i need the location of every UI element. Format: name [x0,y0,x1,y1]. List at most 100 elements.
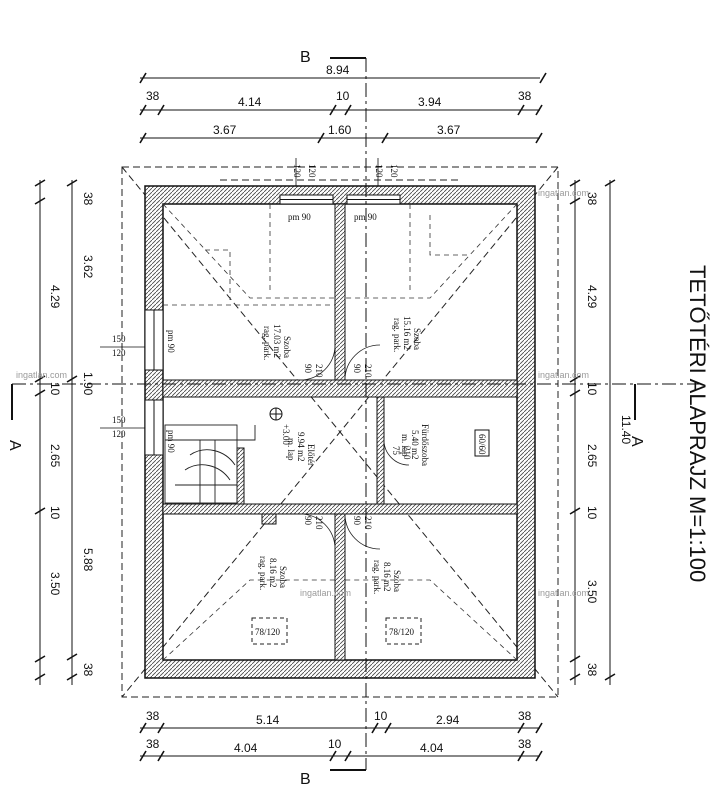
elevation-marker [269,407,283,421]
drawing-title: TETŐTÉRI ALAPRAJZ M=1:100 [685,265,710,582]
opening-top-b-2: 120 [389,164,399,178]
dim-top-r2-5: 38 [518,89,532,103]
dim-bot-r2-2: 4.04 [234,741,258,755]
skylight-right [385,617,422,645]
dim-top-r3-3: 3.67 [437,123,461,137]
door-2-w: 90 [352,364,362,374]
dim-top-r3-2: 1.60 [328,123,352,137]
dim-bot-r1-4: 2.94 [436,713,460,727]
room-1: Szoba 17.03 m2 rag. park. [262,324,292,360]
opening-top-a-1: 120 [292,164,302,178]
dim-bot-r1-3: 10 [374,709,388,723]
section-line-a [11,383,700,420]
dim-bot-r2-5: 38 [518,737,532,751]
room-3: Előtér 9.94 m2 m. lap [286,432,316,466]
window-label-left-2: pm 90 [166,430,176,453]
room-6: Szoba 8.16 m2 rag. park. [372,560,402,594]
dim-left-outer-4: 5.88 [81,548,95,572]
room-3-area: 9.94 m2 [296,432,306,462]
room-2: Szoba 15.16 m2 rag. park. [392,316,422,352]
dim-bot-r2-1: 38 [146,737,160,751]
dimension-lines [39,77,611,757]
dim-top-total: 8.94 [326,63,350,77]
room-3-floor: m. lap [286,438,296,461]
dim-left-outer-2: 3.62 [81,255,95,279]
section-label-a-left: A [6,440,23,451]
dim-left-outer-5: 38 [81,663,95,677]
window-left-1 [144,309,164,371]
staircase [164,424,256,504]
door-3-h: 210 [402,446,412,460]
door-5-h: 210 [363,516,373,530]
dim-top-r2-3: 10 [336,89,350,103]
window-top-right [346,194,401,205]
top-openings-leaders [295,158,379,186]
skylight-left [251,617,288,645]
dim-left-inner-2: 10 [48,382,62,396]
room-2-floor: rag. park. [392,318,402,352]
door-3-w: 75 [391,446,401,456]
door-1-w: 90 [303,364,313,374]
section-label-b-bottom: B [300,771,311,788]
dim-left-inner-5: 3.50 [48,572,62,596]
dim-left-inner-1: 4.29 [48,285,62,309]
door-swings [299,344,410,550]
room-6-name: Szoba [392,570,402,592]
dim-left-inner-3: 2.65 [48,444,62,468]
dim-left-inner-4: 10 [48,506,62,520]
room-5-name: Szoba [278,566,288,588]
watermark-4: ingatlan.com [300,588,351,598]
dim-right-total: 11.40 [619,415,633,444]
elevation-label: +3.00 [281,424,291,445]
room-1-name: Szoba [282,336,292,358]
room-2-area: 15.16 m2 [402,316,412,350]
window-top-left [279,194,334,205]
opening-top-b-1: 120 [374,164,384,178]
room-4-name: Fürdőszoba [420,424,430,466]
door-1-h: 210 [314,364,324,378]
dim-right-inner-3: 10 [585,382,599,396]
opening-top-a-2: 120 [307,164,317,178]
dim-top-r3-1: 3.67 [213,123,237,137]
dim-bot-r1-1: 38 [146,709,160,723]
room-4-floor: m. lap [400,434,410,457]
room-5: Szoba 8.16 m2 rag. park. [258,556,288,590]
dim-top-r2-2: 4.14 [238,95,262,109]
opening-side-1a: 150 [112,334,126,344]
window-label-top-left: pm 90 [288,212,311,222]
room-3-name: Előtér [306,444,316,466]
section-label-b-top: B [300,49,311,66]
dim-right-inner-4: 2.65 [585,444,599,468]
room-5-area: 8.16 m2 [268,558,278,588]
opening-side-2a: 150 [112,415,126,425]
dim-bot-r2-3: 10 [328,737,342,751]
watermark-3: ingatlan.com [538,588,589,598]
roof-outline [121,166,559,698]
room-6-floor: rag. park. [372,560,382,594]
door-5-w: 90 [352,516,362,526]
skylight-right-label: 78/120 [389,627,415,637]
room-4-area: 5.40 m2 [410,430,420,460]
dim-top-r2-1: 38 [146,89,160,103]
opening-side-2b: 120 [112,429,126,439]
watermark-1: ingatlan.com [538,188,589,198]
shaft-box [474,429,490,457]
dim-left-outer-1: 38 [81,192,95,206]
side-openings-leaders [100,346,145,429]
room-6-area: 8.16 m2 [382,562,392,592]
dim-bot-r1-2: 5.14 [256,713,280,727]
watermark-5: ingatlan.com [16,370,67,380]
dim-right-inner-2: 4.29 [585,285,599,309]
window-label-top-right: pm 90 [354,212,377,222]
dim-left-outer-3: 1.90 [81,372,95,396]
dim-top-r2-4: 3.94 [418,95,442,109]
dim-right-inner-1: 38 [585,192,599,206]
dim-bot-r2-4: 4.04 [420,741,444,755]
slope-lines [162,203,518,661]
window-label-left-1: pm 90 [166,330,176,353]
room-5-floor: rag. park. [258,556,268,590]
door-4-w: 90 [303,516,313,526]
section-line-b [330,57,367,771]
watermark-2: ingatlan.com [538,370,589,380]
dim-right-inner-5: 10 [585,506,599,520]
